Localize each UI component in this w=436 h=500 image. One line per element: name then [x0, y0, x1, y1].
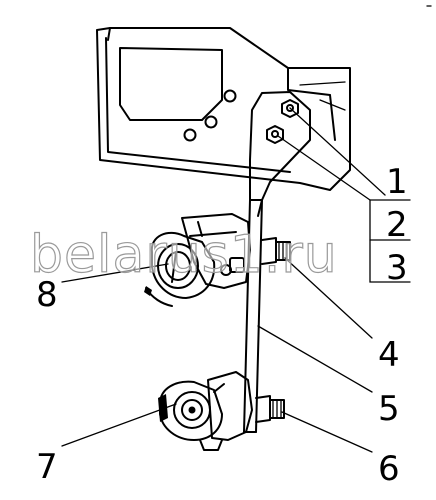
callout-6: 6 [378, 449, 400, 489]
leader-2 [277, 135, 371, 201]
leader-1 [289, 107, 386, 196]
callout-5: 5 [378, 389, 400, 429]
callout-4: 4 [378, 335, 400, 375]
leader-4 [284, 257, 373, 339]
callout-1: 1 [386, 162, 408, 202]
callout-3: 3 [386, 248, 408, 288]
leader-7 [61, 403, 177, 447]
bolt-nut-upper [281, 99, 299, 118]
callout-8: 8 [36, 275, 58, 315]
frame-bracket [96, 27, 351, 191]
bracket-hole [183, 128, 197, 142]
leader-5 [257, 325, 373, 393]
bracket-hole [204, 115, 218, 129]
coupling-head-upper [144, 213, 291, 307]
watermark-text: belarus1.ru [30, 225, 338, 285]
callout-frame [369, 199, 411, 283]
leader-lines [61, 107, 411, 453]
callout-2: 2 [386, 205, 408, 245]
leader-6 [281, 411, 373, 453]
bolt-nut-lower [266, 125, 284, 144]
callout-numbers: 1 2 3 4 5 6 7 8 [36, 162, 408, 489]
coupling-head-lower [158, 371, 285, 451]
callout-7: 7 [36, 447, 58, 487]
bracket-hole [223, 89, 237, 103]
leader-8 [61, 263, 169, 283]
mounting-plate [249, 91, 311, 217]
